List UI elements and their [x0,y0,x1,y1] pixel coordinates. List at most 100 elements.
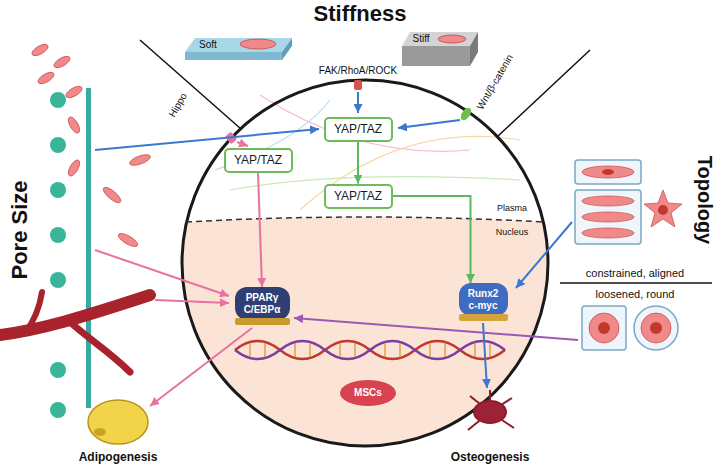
transcription-factor-shape [235,318,290,325]
signal-connector [393,196,471,283]
signal-arrow [155,300,229,303]
signal-arrow [357,92,359,113]
signal-connector [357,142,359,184]
pathway-label: FAK/RhoA/ROCK [319,65,397,77]
pore-scaffold [128,152,151,167]
stiff-substrate [402,32,478,66]
topology-cells [582,212,634,222]
pathway-label: Hippo [166,91,189,119]
node-text: c-myc [468,300,499,312]
pore-scaffold [66,115,82,135]
dna-helix [235,341,505,359]
signal-arrow [95,129,319,150]
pore-scaffold [50,272,66,288]
dna-helix [235,341,505,359]
node-text: C/EBPα [244,304,281,316]
pore-scaffold [50,92,66,108]
outcome-label: Adipogenesis [79,451,158,465]
outcome-label: Osteogenesis [451,451,530,465]
cell-label: MSCs [354,387,382,399]
transcription-factor: PPARγC/EBPα [235,287,290,325]
soft-substrate [185,52,282,60]
dna-helix [444,343,446,357]
node-text: YAP/TAZ [334,189,383,203]
pore-scaffold [50,227,66,243]
topology-label: loosened, round [596,288,675,301]
signal-arrow [483,323,487,388]
pore-scaffold [30,42,50,58]
msc-cell [340,380,396,406]
topology-cells [582,306,626,350]
factor-heading: Topology [693,156,716,245]
fat-cell [94,428,106,436]
sector-divider [140,40,712,283]
pore-scaffold [86,88,91,408]
topology-cells [658,205,668,215]
yap-taz-box: YAP/TAZ [324,184,393,209]
topology-cells [598,169,668,334]
node-text: YAP/TAZ [334,122,383,136]
topology-label: constrained, aligned [586,267,684,280]
cell-outline [182,80,548,446]
topology-cells [634,306,678,350]
blood-vessel [25,292,42,333]
signal-arrow [95,92,578,406]
topology-cells [582,166,682,238]
yap-taz-box: YAP/TAZ [224,148,293,173]
pore-scaffold [116,231,139,249]
pore-scaffold [50,182,66,198]
topology-cells [598,322,610,334]
fat-cell [88,400,148,444]
pore-scaffold [66,158,82,178]
dna-helix [474,343,476,357]
nucleus-fill [150,217,580,470]
topology-cells [575,160,682,350]
dna-helix [429,343,431,357]
pore-scaffold [101,185,123,205]
soft-substrate [185,38,292,60]
pore-scaffold [50,92,66,418]
transcription-factor: Runx2c-myc [459,283,508,321]
topology-cells [582,196,634,206]
signal-connector [258,173,262,288]
topology-cells [641,313,671,343]
topology-cells [575,160,641,184]
transcription-factor-shape [235,287,290,320]
yap-taz-box: YAP/TAZ [324,117,393,142]
topology-cells [644,190,682,227]
fat-cell [88,400,148,444]
dna-helix [250,343,490,357]
stiff-substrate [402,32,478,46]
signal-arrow [237,142,248,146]
pore-scaffold [50,137,66,153]
pore-scaffold [30,42,151,418]
node-text: YAP/TAZ [234,153,283,167]
soft-substrate [185,38,292,52]
sector-divider [560,282,712,284]
factor-heading: Pore Size [7,180,32,279]
compartment-label: Nucleus [496,227,529,237]
pore-scaffold [50,402,66,418]
pathway-label: Wnt/β-catenin [475,52,516,111]
topology-cells [575,190,641,244]
pore-scaffold [50,362,66,378]
stiff-substrate [438,35,466,43]
pore-scaffold [36,70,56,86]
osteocyte [474,401,506,423]
transcription-factor-shape [459,283,508,316]
osteocyte [468,390,514,430]
dna-helix [249,343,251,357]
topology-cells [589,313,619,343]
dna-helix [354,343,356,357]
soft-substrate [282,38,292,60]
signal-arrow [150,328,252,406]
signal-arrow [398,120,460,128]
blood-vessel [70,322,130,372]
cytoskeleton-fibers [300,136,520,210]
compartment-label: Plasma [497,203,527,213]
membrane-receptor [354,80,362,90]
msc-cell [340,380,396,406]
dna-helix [235,341,505,359]
dna-helix [339,343,341,357]
